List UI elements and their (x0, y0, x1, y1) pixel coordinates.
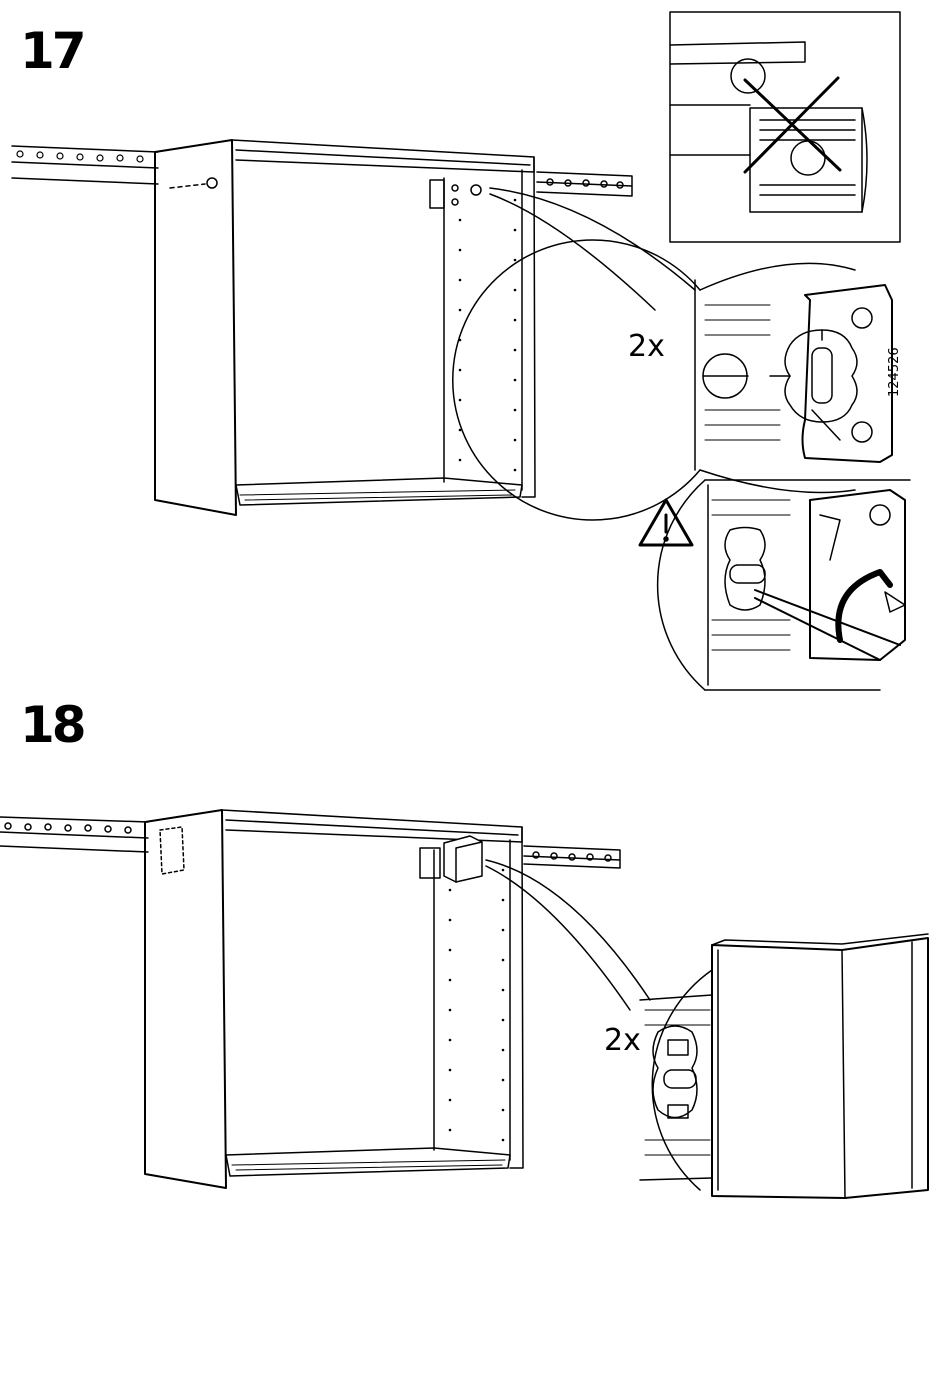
step-17-number: 17 (20, 26, 84, 76)
detail-circle-cover-18 (640, 934, 928, 1198)
quantity-label-17: 2x (628, 332, 665, 362)
suspension-bracket-17 (430, 180, 444, 208)
cross-out-icon (745, 78, 840, 172)
detail-circle-screwdriver-17 (658, 480, 910, 690)
wall-rail-left-17 (12, 146, 158, 184)
quantity-label-18: 2x (604, 1026, 641, 1056)
fitting-left (207, 178, 217, 188)
wall-rail-left-18 (0, 817, 148, 852)
cabinet-17 (155, 140, 695, 515)
wall-rail-right-17 (537, 172, 632, 196)
incorrect-example-box (670, 12, 900, 242)
rail-holes (17, 151, 143, 162)
cover-panel (712, 938, 928, 1198)
step-18-number: 18 (20, 700, 84, 750)
part-number: 124526 (887, 347, 902, 397)
wall-rail-right-18 (524, 846, 620, 868)
shelf-holes-17 (459, 199, 517, 472)
detail-circle-clip-17 (453, 240, 905, 520)
